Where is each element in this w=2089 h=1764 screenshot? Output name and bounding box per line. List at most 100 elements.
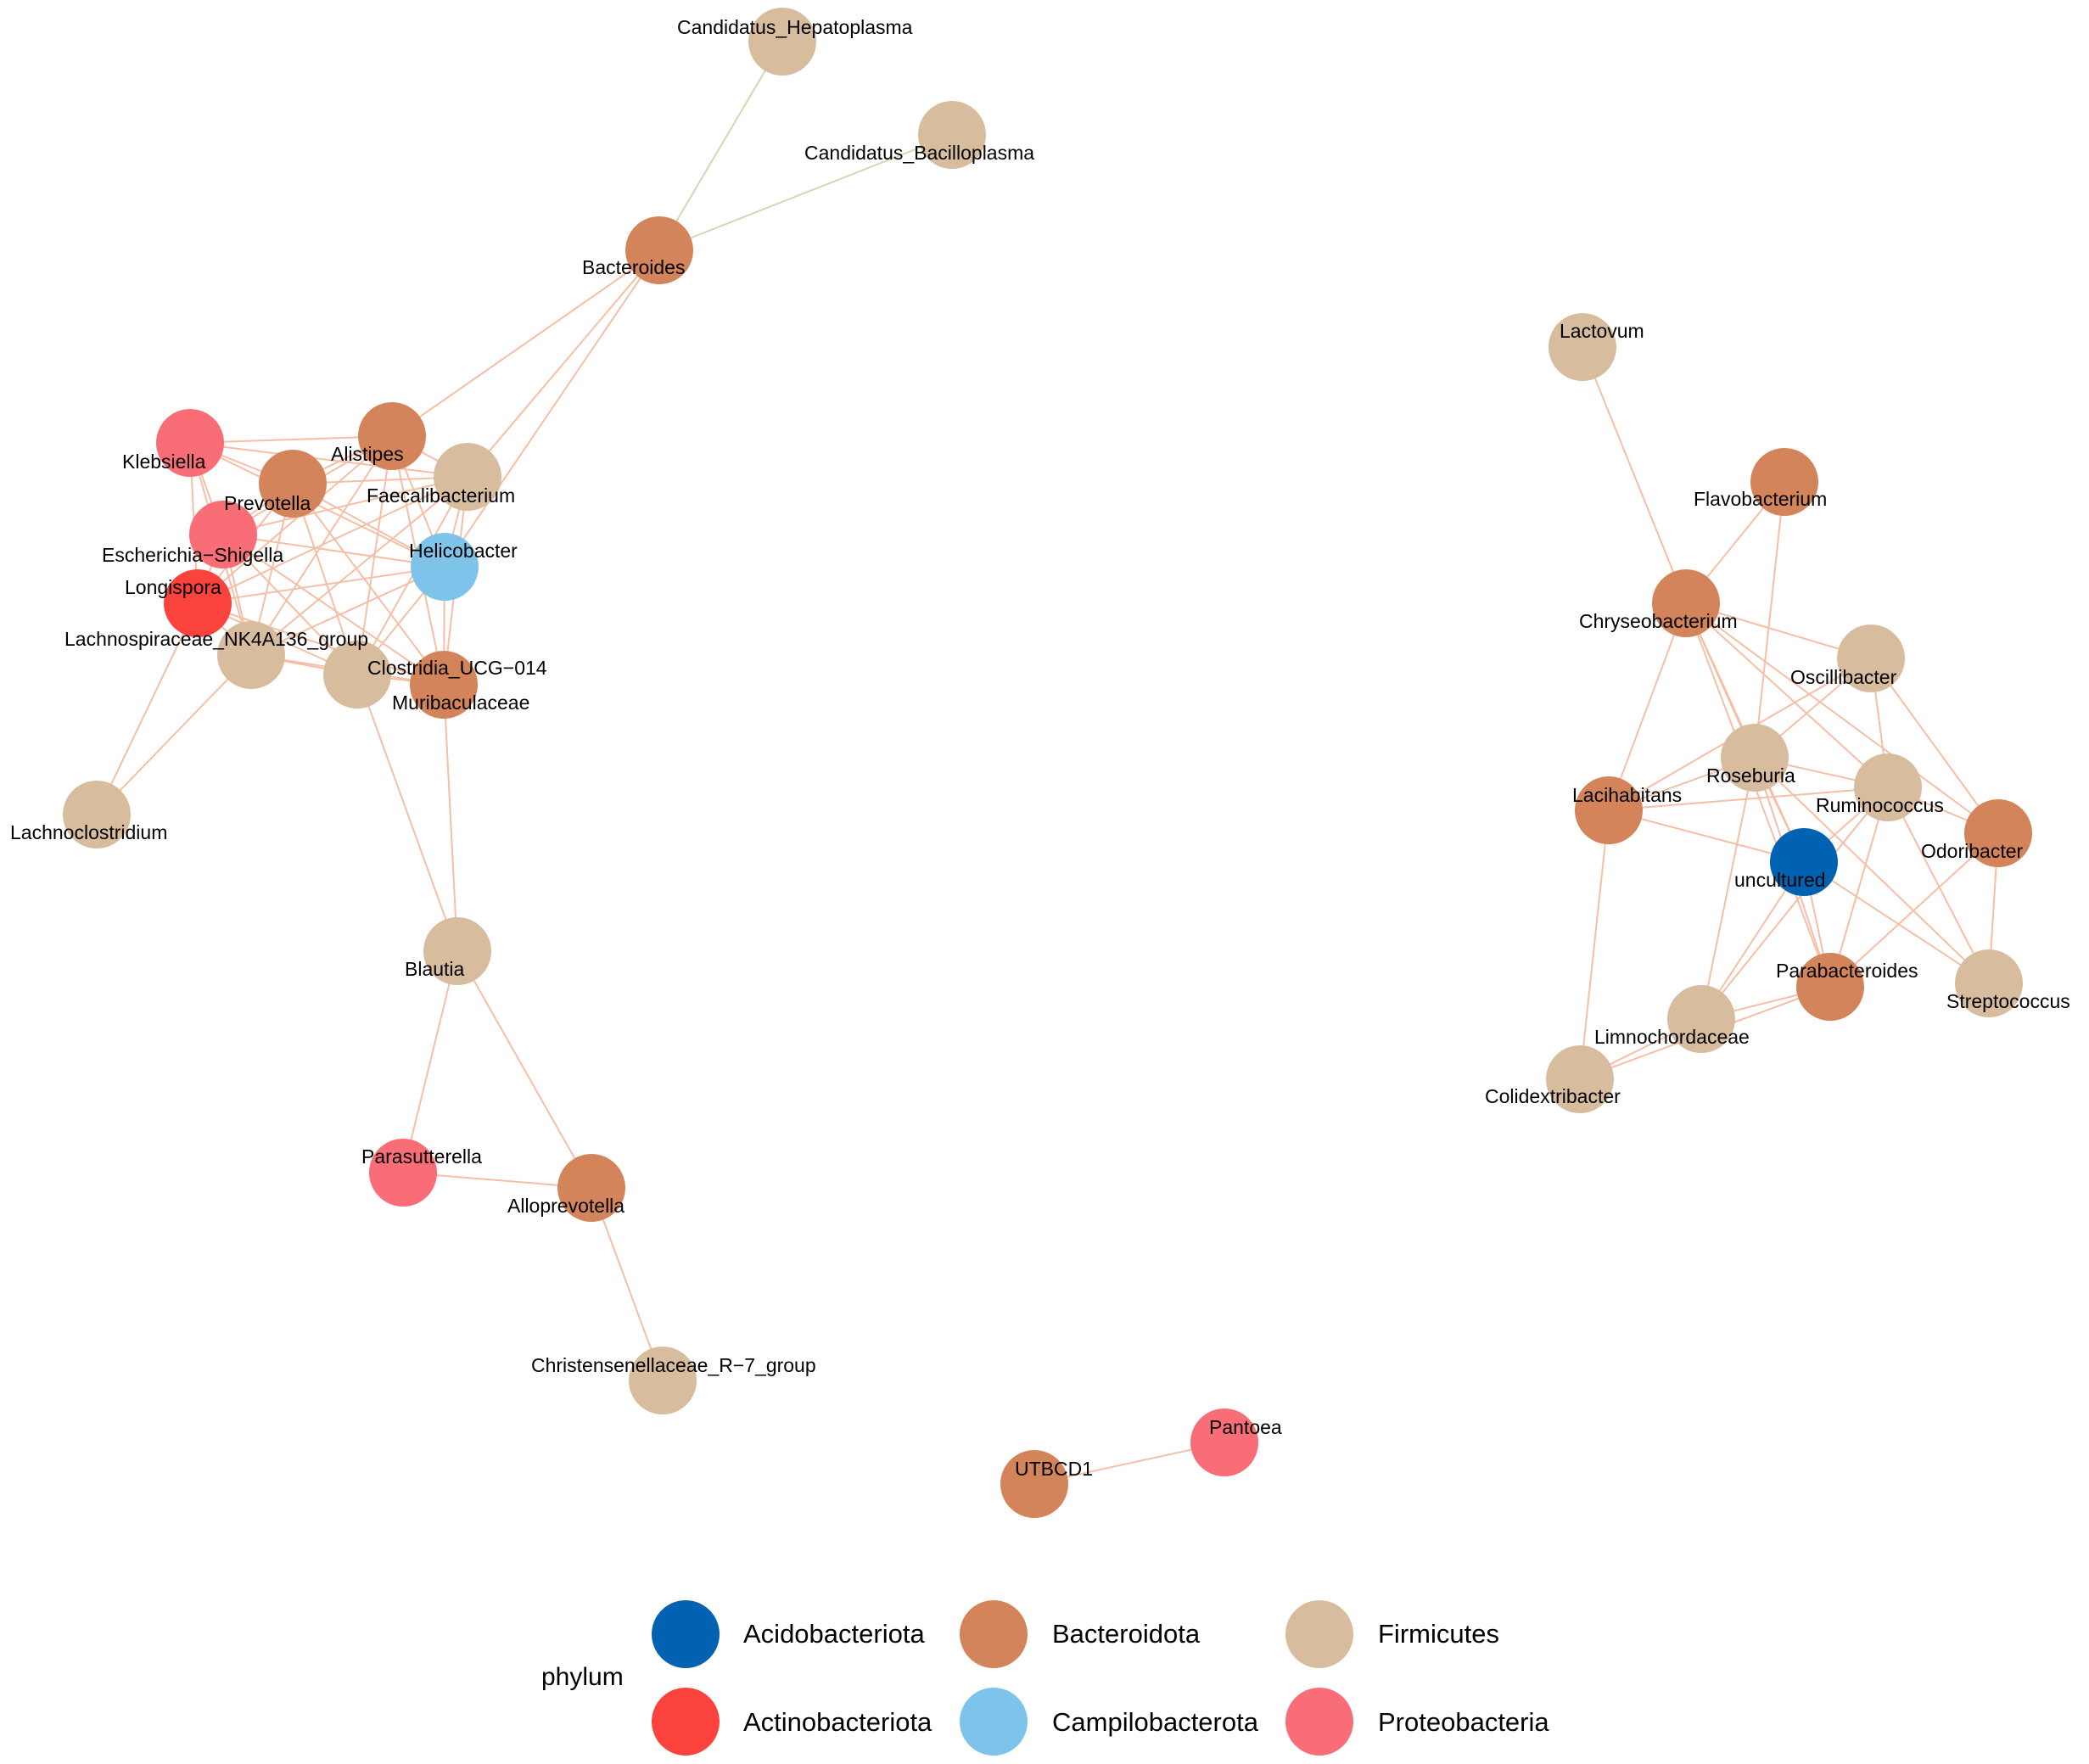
edge-longispora-lachnoclostridium [96,602,199,815]
node-escherichia-shigella[interactable] [189,501,257,568]
node-label-parasutterella: Parasutterella [361,1145,482,1168]
edge-ruminococcus-streptococcus [1887,787,1990,984]
node-label-oscillibacter: Oscillibacter [1790,666,1897,688]
legend-label-proteobacteria: Proteobacteria [1378,1707,1549,1737]
edge-bacteroides-alistipes [391,249,660,437]
edge-bacteroides-faecalibacterium [467,249,660,478]
node-parasutterella[interactable] [369,1139,437,1207]
edge-bacteroides-helicobacter [444,249,660,568]
node-label-clostridia-ucg-014: Clostridia_UCG−014 [367,657,547,679]
node-utbcd1[interactable] [1000,1450,1068,1518]
node-christensenellaceae-r-7-group[interactable] [629,1347,697,1414]
node-label-alistipes: Alistipes [331,443,404,465]
edge-lachnospiraceae-nk4a136-group-lachnoclostridium [96,654,252,815]
edge-klebsiella-faecalibacterium [189,442,468,478]
legend-label-firmicutes: Firmicutes [1378,1619,1499,1649]
edge-roseburia-limnochordaceae [1700,757,1756,1020]
node-klebsiella[interactable] [156,409,224,477]
node-lachnospiraceae-nk4a136-group[interactable] [217,621,285,689]
node-label-faecalibacterium: Faecalibacterium [367,484,515,507]
node-alistipes[interactable] [358,402,426,470]
edge-odoribacter-parabacteroides [1829,832,1999,988]
edge-faecalibacterium-longispora [197,476,468,604]
node-lactovum[interactable] [1549,313,1616,381]
node-label-parabacteroides: Parabacteroides [1776,960,1918,982]
node-label-candidatus-bacilloplasma: Candidatus_Bacilloplasma [804,142,1034,164]
node-label-lacihabitans: Lacihabitans [1572,784,1682,806]
node-bacteroides[interactable] [625,216,693,284]
node-label-lachnoclostridium: Lachnoclostridium [10,821,167,843]
legend-label-bacteroidota: Bacteroidota [1052,1619,1201,1649]
legend: phylum AcidobacteriotaActinobacteriotaBa… [541,1600,1549,1756]
node-label-blautia: Blautia [405,958,465,980]
node-limnochordaceae[interactable] [1667,985,1735,1053]
node-label-helicobacter: Helicobacter [409,540,518,562]
legend-label-actinobacteriota: Actinobacteriota [743,1707,932,1737]
node-faecalibacterium[interactable] [434,443,501,511]
node-alloprevotella[interactable] [557,1154,625,1222]
label-layer: Candidatus_HepatoplasmaCandidatus_Bacill… [10,16,2070,1480]
node-ruminococcus[interactable] [1854,753,1922,821]
node-label-klebsiella: Klebsiella [122,451,206,473]
legend-swatch-bacteroidota [960,1600,1028,1668]
edge-longispora-muribaculaceae [197,602,445,686]
node-label-odoribacter: Odoribacter [1921,840,2024,862]
node-label-bacteroides: Bacteroides [582,256,685,278]
node-label-limnochordaceae: Limnochordaceae [1594,1026,1750,1048]
node-label-alloprevotella: Alloprevotella [507,1195,624,1217]
node-flavobacterium[interactable] [1750,448,1818,516]
node-label-utbcd1: UTBCD1 [1015,1458,1093,1480]
edge-chryseobacterium-odoribacter [1685,602,1999,834]
node-lachnoclostridium[interactable] [63,781,131,848]
node-streptococcus[interactable] [1955,949,2023,1017]
node-label-colidextribacter: Colidextribacter [1485,1085,1621,1107]
edge-helicobacter-lachnospiraceae-nk4a136-group [250,566,445,656]
node-muribaculaceae[interactable] [410,651,478,719]
node-helicobacter[interactable] [411,533,479,601]
node-label-christensenellaceae-r-7-group: Christensenellaceae_R−7_group [531,1354,816,1376]
node-label-uncultured: uncultured [1734,869,1825,891]
edge-layer [96,41,1999,1485]
node-clostridia-ucg-014[interactable] [323,641,391,708]
edge-faecalibacterium-lachnospiraceae-nk4a136-group [250,476,468,656]
edge-alistipes-longispora [197,435,393,604]
edge-chryseobacterium-ruminococcus [1685,602,1889,788]
edge-faecalibacterium-escherichia-shigella [222,476,468,535]
edge-oscillibacter-odoribacter [1870,658,1999,834]
node-label-pantoea: Pantoea [1209,1416,1282,1438]
edge-lactovum-chryseobacterium [1582,346,1687,604]
edge-clostridia-ucg-014-blautia [356,674,458,952]
edge-candidatus-bacilloplasma-bacteroides [658,134,953,251]
node-candidatus-hepatoplasma[interactable] [748,8,816,76]
edge-prevotella-muribaculaceae [292,483,445,686]
node-prevotella[interactable] [259,450,327,518]
node-roseburia[interactable] [1721,724,1789,792]
legend-swatch-acidobacteriota [652,1600,720,1668]
node-label-longispora: Longispora [125,576,221,598]
node-label-muribaculaceae: Muribaculaceae [392,692,529,714]
node-lacihabitans[interactable] [1575,776,1643,844]
node-candidatus-bacilloplasma[interactable] [918,101,986,169]
edge-ruminococcus-lacihabitans [1608,787,1889,811]
node-oscillibacter[interactable] [1837,624,1905,692]
node-label-lactovum: Lactovum [1560,320,1644,342]
node-blautia[interactable] [423,917,491,985]
node-longispora[interactable] [164,569,232,637]
node-odoribacter[interactable] [1964,799,2032,867]
edge-uncultured-streptococcus [1803,861,1990,984]
edge-alloprevotella-christensenellaceae-r-7-group [591,1187,664,1381]
edge-escherichia-shigella-helicobacter [222,534,445,568]
node-label-roseburia: Roseburia [1706,764,1795,787]
node-uncultured[interactable] [1770,828,1838,896]
edge-blautia-alloprevotella [456,950,592,1189]
legend-label-campilobacterota: Campilobacterota [1052,1707,1259,1737]
node-pantoea[interactable] [1190,1408,1258,1476]
node-chryseobacterium[interactable] [1652,569,1720,637]
node-label-streptococcus: Streptococcus [1946,990,2070,1012]
node-label-escherichia-shigella: Escherichia−Shigella [102,544,283,566]
node-colidextribacter[interactable] [1546,1045,1614,1113]
edge-blautia-parasutterella [402,950,458,1173]
edge-helicobacter-longispora [197,566,445,604]
edge-chryseobacterium-parabacteroides [1685,602,1831,988]
node-parabacteroides[interactable] [1796,953,1864,1021]
